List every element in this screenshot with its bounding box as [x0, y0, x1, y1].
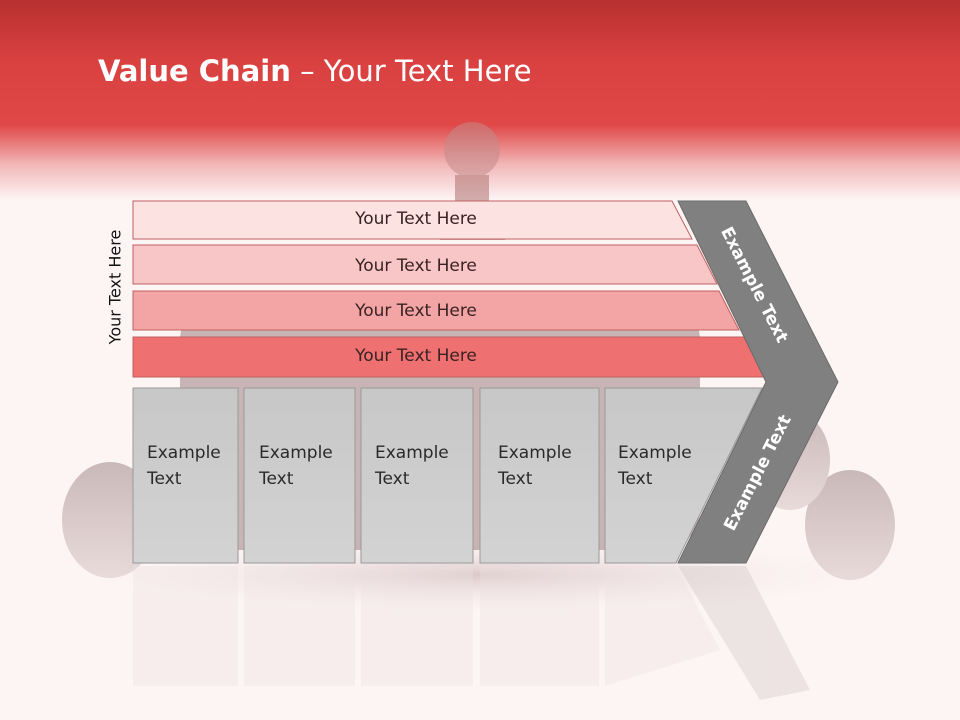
row-label-2: Your Text Here	[355, 256, 477, 276]
row-label-3: Your Text Here	[355, 301, 477, 321]
activity-box-1	[132, 387, 239, 564]
row-bar-1	[132, 200, 693, 240]
activity-box-2	[243, 387, 356, 564]
row-label-4: Your Text Here	[355, 346, 477, 366]
row-label-1: Your Text Here	[355, 209, 477, 229]
row-bar-2	[132, 244, 718, 285]
activity-box-5	[604, 387, 763, 564]
margin-chevron	[677, 200, 839, 564]
reflection	[133, 566, 810, 700]
activity-box-4	[479, 387, 600, 564]
row-bar-3	[132, 290, 740, 331]
activity-box-3	[360, 387, 474, 564]
page-title: Value Chain – Your Text Here	[98, 54, 532, 88]
